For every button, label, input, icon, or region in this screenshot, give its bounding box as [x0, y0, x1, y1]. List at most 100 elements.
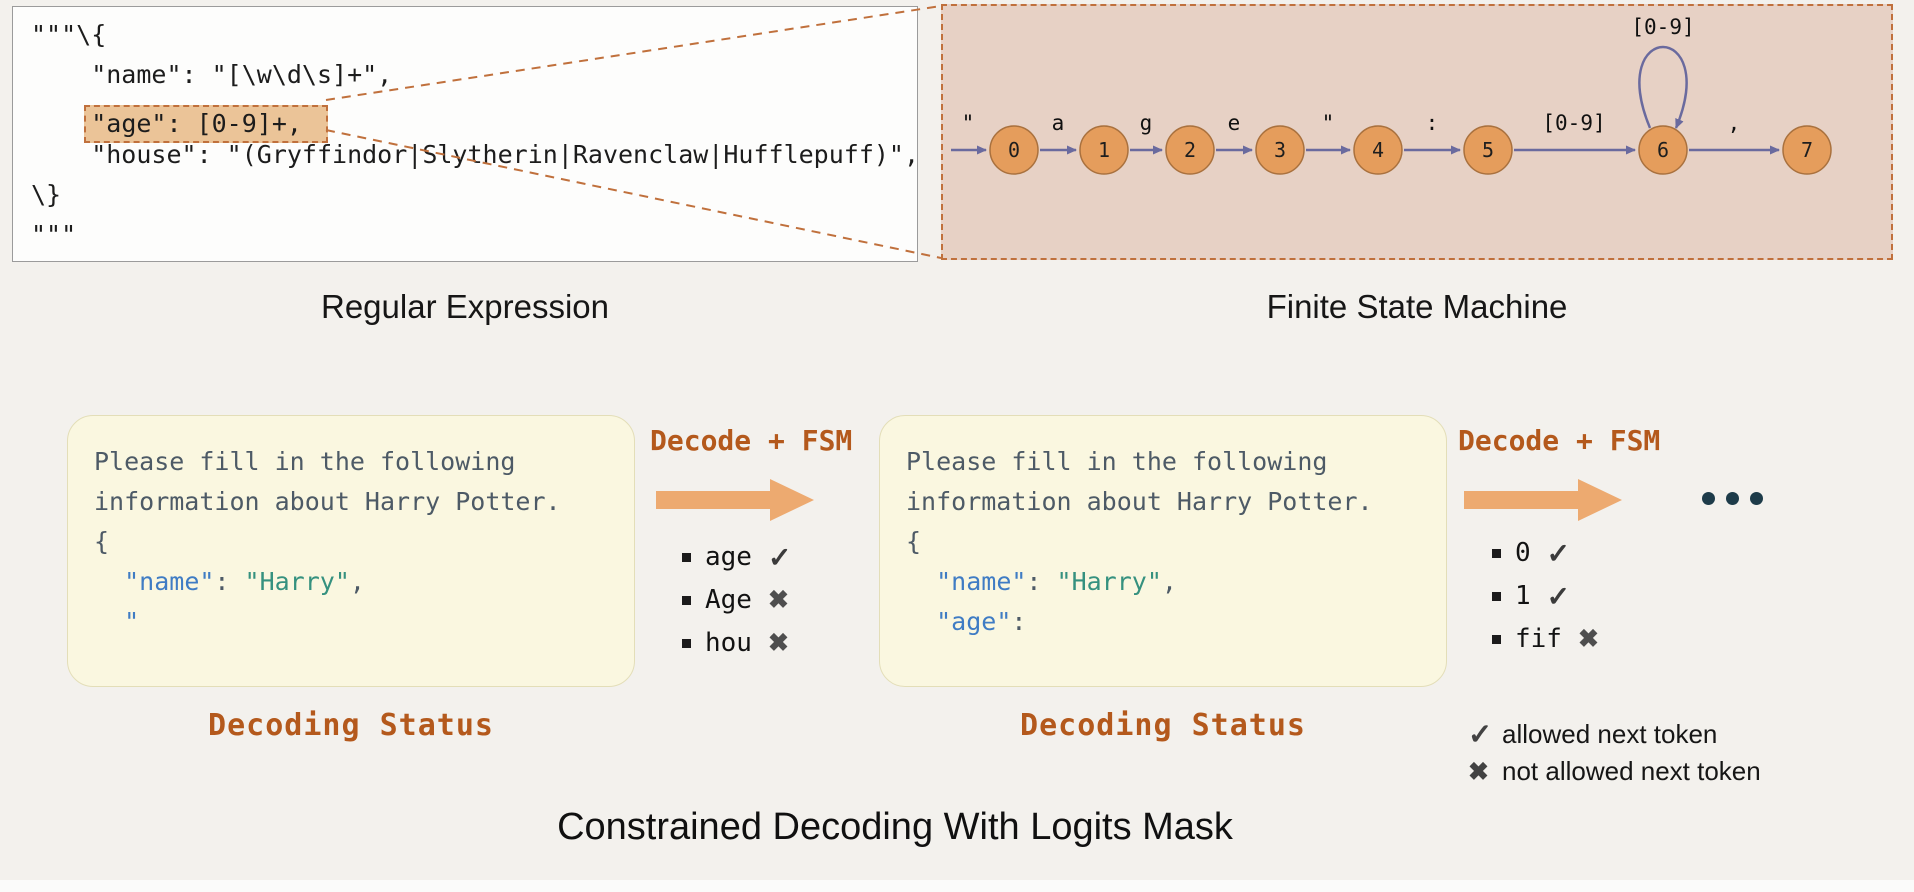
- decoding-panel-2: Please fill in the following information…: [879, 415, 1447, 687]
- fsm-state-label-1: 1: [1098, 138, 1110, 162]
- token-text: fif: [1515, 624, 1562, 654]
- token-text: Age: [705, 585, 752, 615]
- token-row: age ✓: [682, 540, 791, 574]
- token-text: 0: [1515, 538, 1531, 568]
- token-row: 0 ✓: [1492, 536, 1599, 570]
- fsm-state-circle-4: [1353, 125, 1403, 175]
- cross-icon: ✖: [1577, 625, 1599, 653]
- ellipsis-icon: [1702, 492, 1763, 505]
- json-key-name: "name": [124, 567, 215, 596]
- bottom-strip: [0, 880, 1914, 892]
- fsm-state-circle-2: [1165, 125, 1215, 175]
- bullet-icon: [1492, 591, 1501, 601]
- regex-code-panel: """\{ "name": "[\w\d\s]+", "age": [0-9]+…: [12, 6, 920, 262]
- prompt-line: information about Harry Potter.: [906, 487, 1373, 516]
- check-icon: ✓: [767, 541, 792, 573]
- open-quote: ": [124, 607, 140, 636]
- age-regex-highlight: "age": [0-9]+,: [84, 105, 328, 143]
- decode-arrow-icon-2: [1464, 479, 1622, 521]
- cross-icon: ✖: [767, 586, 789, 614]
- fsm-state-label-6: 6: [1657, 138, 1669, 162]
- code-indent: [31, 100, 91, 129]
- fsm-transition-label-digit: [0-9]: [1542, 111, 1605, 135]
- decode-arrow-icon-1: [656, 479, 814, 521]
- token-row: 1 ✓: [1492, 579, 1599, 613]
- code-line: "age": [0-9]+,: [31, 95, 917, 143]
- bullet-icon: [682, 638, 691, 648]
- json-key-name: "name": [936, 567, 1027, 596]
- token-list-2: 0 ✓ 1 ✓ fif ✖: [1492, 536, 1599, 656]
- fsm-transition-label-quote: ": [1322, 111, 1335, 135]
- fsm-diagram: 0 1 2 3 4 5 6 7 " a g e " : [0-9] , [0-9…: [951, 15, 1832, 175]
- code-line: \}: [31, 180, 62, 209]
- prompt-line: "name": "Harry",: [936, 567, 1177, 596]
- fsm-state-label-4: 4: [1372, 138, 1384, 162]
- fsm-state-label-0: 0: [1008, 138, 1020, 162]
- check-icon: ✓: [1468, 719, 1493, 751]
- legend-label: allowed next token: [1502, 719, 1718, 749]
- fsm-caption: Finite State Machine: [1266, 288, 1568, 325]
- prompt-line: {: [94, 527, 110, 556]
- legend: ✓ allowed next token ✖ not allowed next …: [1468, 716, 1761, 790]
- fsm-entry-label: ": [962, 111, 975, 135]
- fsm-self-loop-label: [0-9]: [1631, 15, 1694, 39]
- prompt-line: {: [906, 527, 922, 556]
- dot-icon: [1702, 492, 1715, 505]
- fsm-state-circle-5: [1463, 125, 1513, 175]
- decoding-status-caption-2: Decoding Status: [1020, 708, 1306, 743]
- prompt-line: "age":: [936, 607, 1027, 636]
- legend-label: not allowed next token: [1502, 756, 1761, 786]
- json-value-harry: "Harry": [1056, 567, 1162, 596]
- fsm-state-label-7: 7: [1801, 138, 1813, 162]
- cross-icon: ✖: [1468, 757, 1489, 786]
- dot-icon: [1750, 492, 1763, 505]
- bullet-icon: [1492, 634, 1501, 644]
- prompt-line: "name": "Harry",: [124, 567, 365, 596]
- check-icon: ✓: [1546, 537, 1571, 569]
- prompt-line: Please fill in the following: [906, 447, 1328, 476]
- dot-icon: [1726, 492, 1739, 505]
- decode-fsm-label-1: Decode + FSM: [650, 424, 853, 457]
- token-text: age: [705, 542, 752, 572]
- fsm-state-circle-1: [1079, 125, 1129, 175]
- bullet-icon: [682, 552, 691, 562]
- token-row: Age ✖: [682, 583, 791, 617]
- regex-caption: Regular Expression: [321, 288, 609, 325]
- fsm-transition-label-e: e: [1228, 111, 1241, 135]
- legend-row-allowed: ✓ allowed next token: [1468, 716, 1761, 753]
- bullet-icon: [1492, 548, 1501, 558]
- decoding-panel-1: Please fill in the following information…: [67, 415, 635, 687]
- fsm-transition-label-a: a: [1052, 111, 1065, 135]
- code-line: """: [31, 220, 77, 249]
- page-title: Constrained Decoding With Logits Mask: [557, 806, 1233, 848]
- prompt-line: ": [94, 602, 634, 642]
- token-text: 1: [1515, 581, 1531, 611]
- token-row: hou ✖: [682, 626, 791, 660]
- token-row: fif ✖: [1492, 622, 1599, 656]
- fsm-transition-label-colon: :: [1426, 111, 1439, 135]
- fsm-transition-label-g: g: [1140, 111, 1153, 135]
- fsm-self-loop-arrow: [1638, 46, 1688, 129]
- code-line: "name": "[\w\d\s]+",: [31, 60, 393, 89]
- fsm-state-circle-7: [1782, 125, 1832, 175]
- fsm-state-circle-3: [1255, 125, 1305, 175]
- bullet-icon: [682, 595, 691, 605]
- cross-icon: ✖: [767, 629, 789, 657]
- token-list-1: age ✓ Age ✖ hou ✖: [682, 540, 791, 660]
- legend-row-not-allowed: ✖ not allowed next token: [1468, 753, 1761, 790]
- decoding-status-caption-1: Decoding Status: [208, 708, 494, 743]
- prompt-line: Please fill in the following: [94, 447, 516, 476]
- prompt-line: information about Harry Potter.: [94, 487, 561, 516]
- fsm-state-label-3: 3: [1274, 138, 1286, 162]
- code-line: "house": "(Gryffindor|Slytherin|Ravencla…: [31, 140, 920, 169]
- json-value-harry: "Harry": [244, 567, 350, 596]
- code-line: """\{: [31, 20, 107, 49]
- check-icon: ✓: [1546, 580, 1571, 612]
- fsm-state-circle-6: [1638, 125, 1688, 175]
- fsm-panel: 0 1 2 3 4 5 6 7 " a g e " : [0-9] , [0-9…: [941, 4, 1893, 260]
- fsm-transition-label-comma: ,: [1728, 111, 1741, 135]
- fsm-state-circle-0: [989, 125, 1039, 175]
- json-key-age: "age": [936, 607, 1012, 636]
- fsm-state-label-5: 5: [1482, 138, 1494, 162]
